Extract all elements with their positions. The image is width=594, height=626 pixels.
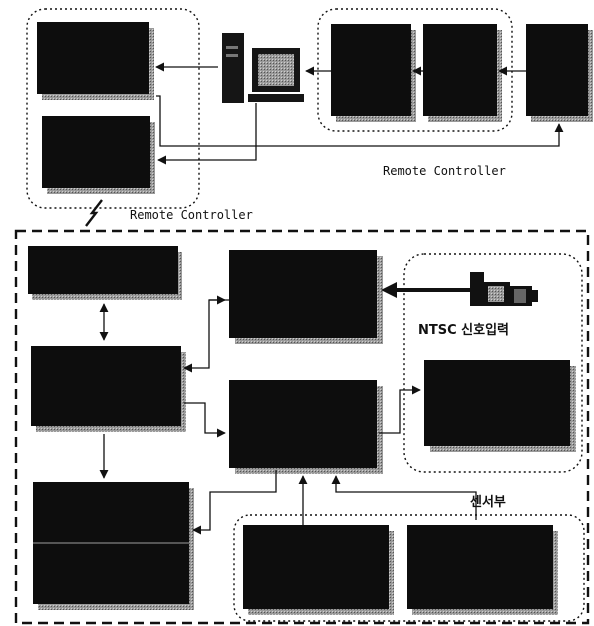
- block-sensor-2: [407, 525, 558, 615]
- video-camera-icon: [470, 272, 538, 306]
- block-top-right: [526, 24, 593, 122]
- computer-icon: [222, 33, 304, 103]
- block-main-left-2: [31, 346, 186, 432]
- lightning-link-icon: [85, 199, 103, 227]
- block-top-left-1: [37, 22, 154, 100]
- sensor-group: [233, 514, 585, 622]
- camera-to-display-arrow: [381, 282, 470, 298]
- block-top-mid-2: [423, 24, 502, 122]
- block-camera-processor: [424, 360, 576, 452]
- block-top-left-2: [42, 116, 155, 194]
- main-system-group: [14, 229, 590, 625]
- block-controller: [229, 380, 383, 474]
- remote-controller-label-middle: Remote Controller: [130, 208, 253, 222]
- block-sensor-1: [243, 525, 394, 615]
- block-main-left-3: [33, 482, 194, 610]
- block-main-left-1: [28, 246, 182, 300]
- camera-group: [403, 253, 583, 473]
- ntsc-input-label: NTSC 신호입력: [418, 323, 509, 338]
- upper-left-group: [26, 8, 200, 209]
- block-top-mid-1: [331, 24, 416, 122]
- remote-controller-label-right: Remote Controller: [383, 164, 506, 178]
- sensor-unit-label: 센서부: [470, 494, 506, 510]
- connectors: [99, 62, 564, 535]
- block-display: [229, 250, 383, 344]
